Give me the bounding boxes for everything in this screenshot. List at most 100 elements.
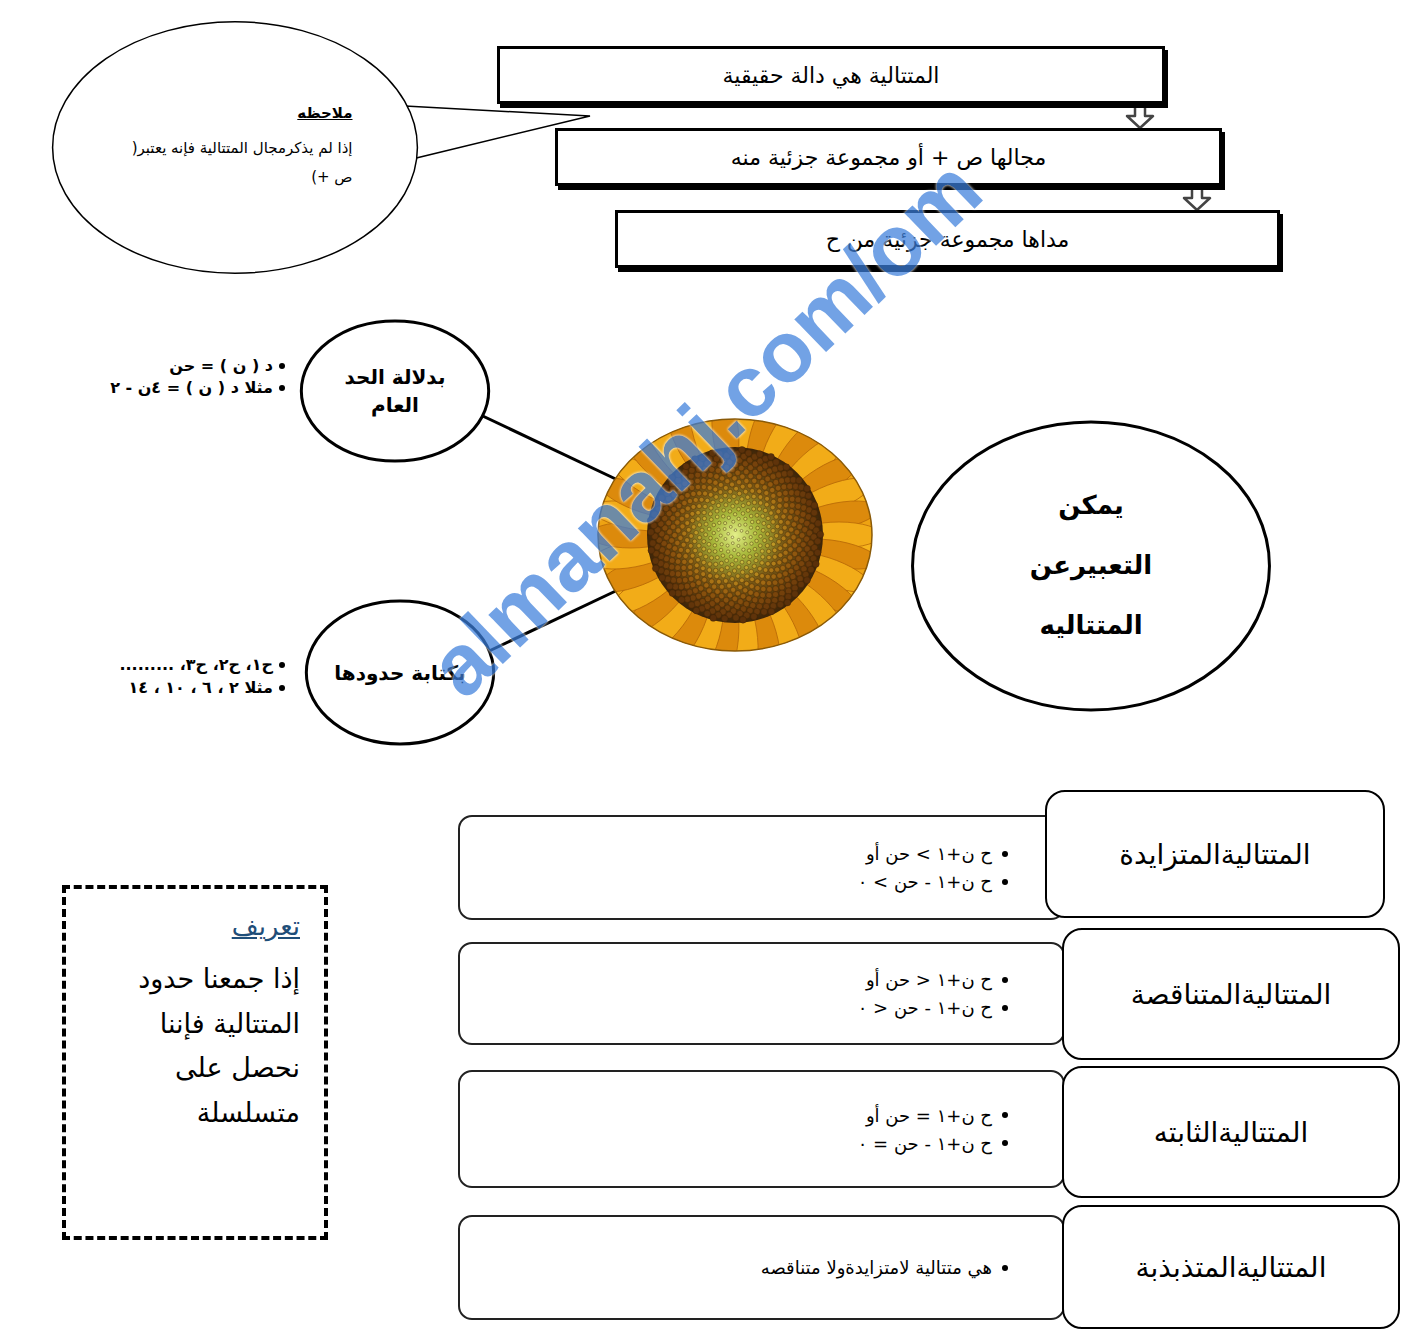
text-group: يمكن التعبيرعن المتتاليه bbox=[1006, 476, 1176, 655]
node-text: المتتاليةالمتناقصة bbox=[1131, 978, 1332, 1011]
method-circle: بدلالة الحد العام bbox=[300, 320, 490, 462]
seed bbox=[684, 583, 690, 589]
formula-example: مثلا د ( ن ) = ٤ن - ٢ bbox=[110, 378, 273, 397]
seed bbox=[707, 542, 711, 546]
bullet-dot bbox=[1002, 1140, 1008, 1146]
seed bbox=[713, 544, 717, 548]
seed bbox=[697, 504, 702, 509]
seed bbox=[796, 477, 803, 484]
seed bbox=[691, 491, 696, 496]
seed bbox=[649, 540, 656, 547]
text-group: مداها مجموعة جزئية من ح bbox=[826, 227, 1070, 252]
seed bbox=[653, 500, 660, 507]
seed bbox=[761, 580, 766, 585]
seed bbox=[703, 504, 708, 509]
seed bbox=[732, 569, 736, 573]
seed bbox=[669, 590, 676, 597]
terms-note: ح١، ح٢، ح٣، ......... bbox=[119, 655, 273, 674]
seed bbox=[814, 549, 821, 556]
seed bbox=[737, 507, 741, 511]
seed bbox=[675, 477, 681, 483]
seed bbox=[772, 555, 777, 560]
seed bbox=[701, 591, 707, 597]
seed bbox=[753, 547, 757, 551]
seed bbox=[694, 530, 698, 534]
seed bbox=[692, 588, 698, 594]
seed bbox=[773, 479, 779, 485]
seed bbox=[795, 497, 801, 503]
seed bbox=[778, 519, 783, 524]
seed bbox=[766, 532, 770, 536]
seed bbox=[736, 480, 741, 485]
seed bbox=[771, 542, 775, 546]
type-title: المتتاليةالثابته bbox=[1062, 1066, 1400, 1198]
seed bbox=[744, 581, 749, 586]
seed bbox=[761, 528, 765, 532]
seed bbox=[780, 565, 785, 570]
seed bbox=[752, 507, 756, 511]
text-group: ملاحظهإذا لم يذكرمجال المتتالية فإنه يعت… bbox=[118, 104, 353, 191]
seed bbox=[675, 511, 681, 517]
leader-line bbox=[470, 410, 622, 482]
condition-text: ح ن+١ = حن أو bbox=[866, 1105, 992, 1126]
seed bbox=[762, 521, 766, 525]
seed bbox=[731, 536, 734, 539]
seed bbox=[773, 586, 779, 592]
seed bbox=[714, 474, 720, 480]
text-group: بكتابة حدودها bbox=[334, 659, 465, 687]
condition-box: ح ن+١ = حن أوح ن+١ - حن = ٠ bbox=[458, 1070, 1065, 1188]
condition-text: ح ن+١ > حن أو bbox=[866, 843, 992, 864]
seed bbox=[793, 565, 799, 571]
seed bbox=[708, 492, 713, 497]
seed bbox=[746, 508, 750, 512]
ellipse-shape bbox=[306, 601, 493, 744]
seed bbox=[685, 521, 690, 526]
seed bbox=[695, 484, 701, 490]
seed bbox=[740, 570, 744, 574]
text-group: مجالها ص + أو مجموعة جزئية منه bbox=[731, 145, 1046, 170]
sunflower-picture bbox=[574, 375, 895, 695]
seed bbox=[783, 550, 788, 555]
seed bbox=[668, 474, 675, 481]
bullet-dot bbox=[1002, 1112, 1008, 1118]
seed bbox=[783, 508, 788, 513]
seed bbox=[696, 557, 701, 562]
type-title: المتتاليةالمتناقصة bbox=[1062, 928, 1400, 1060]
seed bbox=[744, 523, 747, 526]
seed bbox=[721, 515, 725, 519]
seed bbox=[718, 490, 723, 495]
seed bbox=[765, 544, 769, 548]
seed bbox=[781, 484, 787, 490]
seed bbox=[748, 590, 753, 595]
seed bbox=[704, 610, 711, 617]
definition-box: مداها مجموعة جزئية من ح bbox=[615, 210, 1280, 268]
seed bbox=[769, 511, 774, 516]
seed bbox=[712, 523, 716, 527]
seed bbox=[719, 561, 723, 565]
seed bbox=[701, 566, 706, 571]
seed bbox=[670, 551, 676, 557]
seed bbox=[763, 508, 767, 512]
seed bbox=[749, 514, 753, 518]
flow-arrow bbox=[1184, 186, 1210, 210]
seed bbox=[771, 493, 776, 498]
seed bbox=[727, 583, 732, 588]
seed bbox=[763, 539, 767, 543]
seed bbox=[727, 532, 730, 535]
seed bbox=[725, 479, 730, 484]
seed bbox=[777, 497, 782, 502]
seed bbox=[701, 472, 707, 478]
seed bbox=[812, 561, 819, 568]
seed bbox=[737, 517, 740, 520]
seed bbox=[750, 577, 755, 582]
seed bbox=[731, 504, 735, 508]
formula-example-group: مثلا د ( ن ) = ٤ن - ٢ bbox=[4, 378, 285, 397]
seed bbox=[756, 451, 763, 458]
seed bbox=[716, 503, 720, 507]
bullet-dot bbox=[1002, 1005, 1008, 1011]
seed bbox=[793, 516, 799, 522]
seed bbox=[772, 466, 778, 472]
seed bbox=[732, 520, 735, 523]
seed bbox=[715, 556, 719, 560]
